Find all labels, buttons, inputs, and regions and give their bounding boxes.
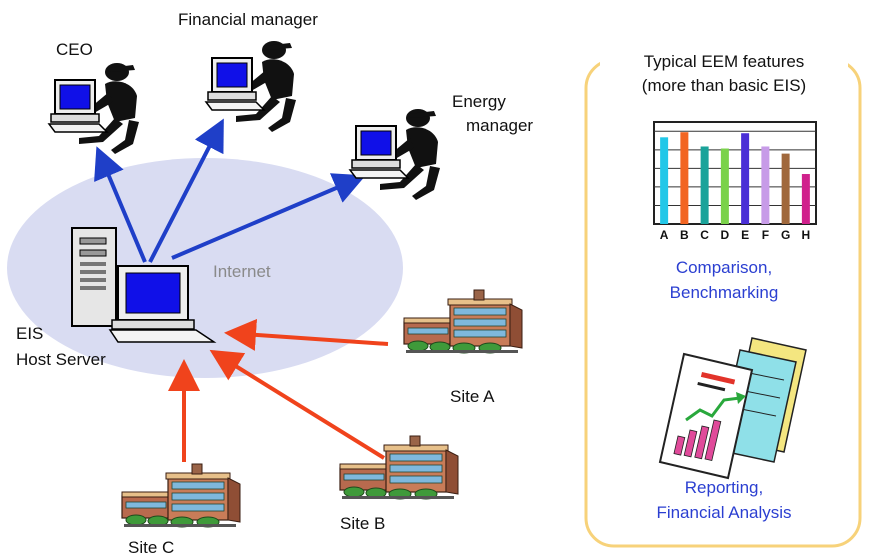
arrow-from-site-b: [209, 349, 386, 460]
feature-comparison-line1: Comparison,: [675, 258, 773, 277]
arrow-to-ceo: [94, 146, 147, 263]
mini-chart-bar-b: [680, 132, 689, 224]
site-c-label: Site C: [128, 538, 175, 557]
feature-reporting-line1: Reporting,: [684, 478, 764, 497]
mini-chart-bar-a: [660, 137, 669, 224]
arrow-from-site-a: [224, 318, 389, 351]
eis-label-line2: Host Server: [16, 350, 106, 369]
site-c-building-icon: [121, 463, 241, 528]
mini-chart-tick-label: D: [721, 228, 730, 242]
mini-chart-bar-e: [741, 133, 750, 224]
mini-chart-bar-d: [720, 148, 729, 224]
financial-report-icon: [658, 337, 807, 480]
mini-chart-bar-h: [801, 174, 810, 224]
mini-chart-bar-f: [761, 146, 770, 224]
mini-chart-bar-g: [781, 153, 790, 224]
financial-manager-workstation-icon: [205, 40, 297, 133]
feature-comparison-line2: Benchmarking: [669, 283, 779, 302]
mini-chart-tick-label: G: [781, 228, 790, 242]
site-a-label: Site A: [450, 387, 495, 406]
energy-manager-label-line2: manager: [466, 116, 534, 135]
financial-manager-label: Financial manager: [178, 10, 318, 29]
features-title-line2: (more than basic EIS): [641, 76, 807, 95]
mini-chart-tick-label: C: [700, 228, 709, 242]
features-title-line1: Typical EEM features: [600, 52, 848, 72]
ceo-label: CEO: [56, 40, 93, 59]
mini-chart-tick-label: A: [660, 228, 669, 242]
site-b-label: Site B: [340, 514, 386, 533]
internet-label: Internet: [213, 262, 271, 281]
server-computer-icon: [71, 227, 217, 343]
energy-manager-label-line1: Energy: [452, 92, 506, 111]
eis-label-line1: EIS: [16, 324, 44, 343]
arrow-to-energy-manager: [171, 173, 366, 260]
energy-manager-workstation-icon: [349, 108, 441, 201]
mini-chart-tick-label: E: [741, 228, 749, 242]
ceo-workstation-icon: [48, 62, 140, 155]
mini-chart-bar-c: [700, 146, 709, 224]
mini-chart-tick-label: F: [762, 228, 769, 242]
mini-chart-tick-label: B: [680, 228, 689, 242]
mini-chart-tick-label: H: [802, 228, 811, 242]
feature-reporting-line2: Financial Analysis: [656, 503, 792, 522]
site-a-building-icon: [403, 289, 523, 354]
internet-cloud: [7, 158, 403, 378]
arrow-to-financial-manager: [148, 118, 224, 263]
site-b-building-icon: [339, 435, 459, 500]
